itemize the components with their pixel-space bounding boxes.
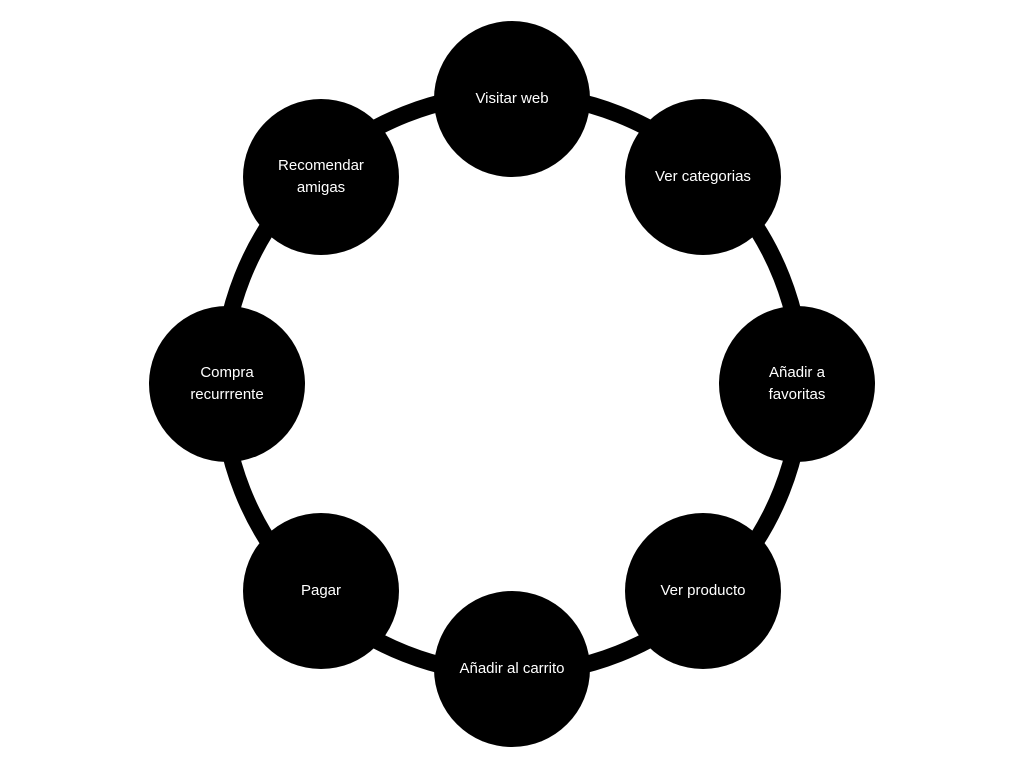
step-label: Añadir a favoritas — [768, 364, 826, 403]
step-node-anadir-carrito: Añadir al carrito — [434, 591, 590, 747]
step-label: Compra recurrrente — [190, 364, 264, 403]
step-label: Recomendar amigas — [278, 157, 364, 196]
step-label: Añadir al carrito — [459, 660, 565, 677]
step-node-pagar: Pagar — [243, 513, 399, 669]
step-label: Pagar — [300, 582, 342, 599]
step-node-compra-recurrente: Compra recurrrente — [149, 306, 305, 462]
step-node-visitar-web: Visitar web — [434, 21, 590, 177]
step-label: Visitar web — [475, 90, 549, 107]
step-node-ver-categorias: Ver categorias — [625, 99, 781, 255]
step-node-ver-producto: Ver producto — [625, 513, 781, 669]
step-label: Ver producto — [660, 582, 746, 599]
step-node-recomendar-amigas: Recomendar amigas — [243, 99, 399, 255]
step-node-anadir-favoritas: Añadir a favoritas — [719, 306, 875, 462]
step-label: Ver categorias — [655, 168, 751, 185]
